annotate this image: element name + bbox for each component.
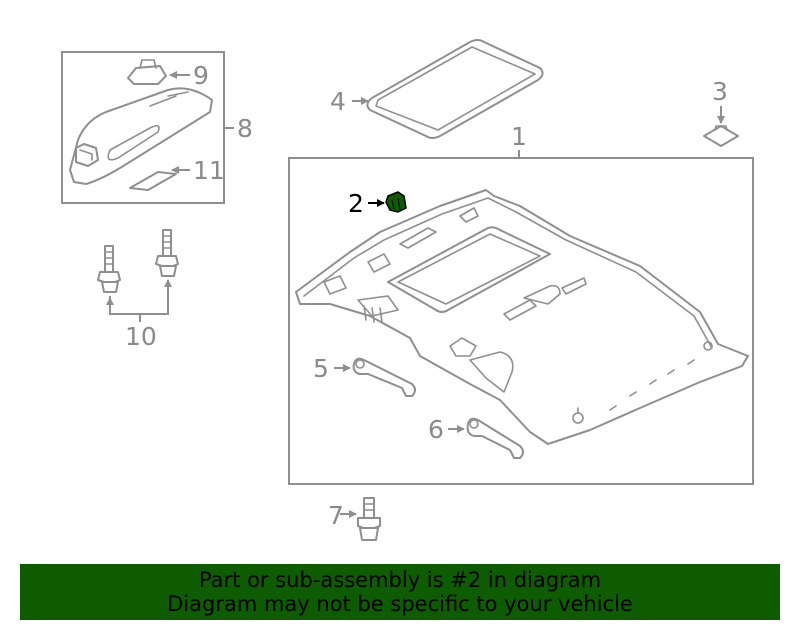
bolt-bottom[interactable] bbox=[357, 497, 381, 541]
clip-group: 3 bbox=[703, 77, 739, 147]
bolt-7-group: 7 bbox=[328, 497, 381, 541]
callout-5[interactable]: 5 bbox=[313, 354, 329, 383]
notice-line-2: Diagram may not be specific to your vehi… bbox=[167, 592, 633, 616]
assist-grip-upper[interactable] bbox=[352, 357, 416, 397]
sunroof-seal[interactable] bbox=[366, 39, 544, 139]
headliner-box bbox=[288, 157, 754, 485]
bolt-right[interactable] bbox=[155, 229, 179, 277]
sun-visor[interactable] bbox=[69, 87, 213, 185]
callout-9[interactable]: 9 bbox=[193, 61, 209, 90]
bolt-group: 10 bbox=[97, 229, 179, 351]
bolt-left[interactable] bbox=[97, 245, 121, 293]
retainer-clip[interactable] bbox=[703, 125, 739, 147]
callout-8[interactable]: 8 bbox=[237, 114, 253, 143]
callout-11[interactable]: 11 bbox=[193, 156, 225, 185]
callout-4[interactable]: 4 bbox=[330, 87, 346, 116]
callout-6[interactable]: 6 bbox=[428, 415, 444, 444]
sunroof-seal-group: 4 bbox=[330, 39, 544, 139]
callout-10[interactable]: 10 bbox=[125, 322, 157, 351]
headliner-group: 1 2 5 bbox=[288, 122, 754, 485]
sunroof-opening bbox=[387, 226, 551, 313]
sun-visor-group: 8 9 11 bbox=[61, 51, 253, 204]
callout-1[interactable]: 1 bbox=[511, 122, 527, 151]
callout-7[interactable]: 7 bbox=[328, 501, 344, 530]
highlighted-part-2[interactable] bbox=[385, 191, 407, 213]
callout-3[interactable]: 3 bbox=[712, 77, 728, 106]
notice-banner: Part or sub-assembly is #2 in diagram Di… bbox=[20, 564, 780, 620]
parts-diagram: 8 9 11 4 3 1 bbox=[61, 39, 754, 541]
notice-line-1: Part or sub-assembly is #2 in diagram bbox=[198, 568, 602, 592]
headliner[interactable] bbox=[295, 189, 749, 445]
visor-clip[interactable] bbox=[127, 65, 167, 85]
visor-label[interactable] bbox=[129, 171, 177, 191]
assist-grip-lower[interactable] bbox=[466, 417, 524, 459]
callout-2[interactable]: 2 bbox=[348, 189, 364, 218]
